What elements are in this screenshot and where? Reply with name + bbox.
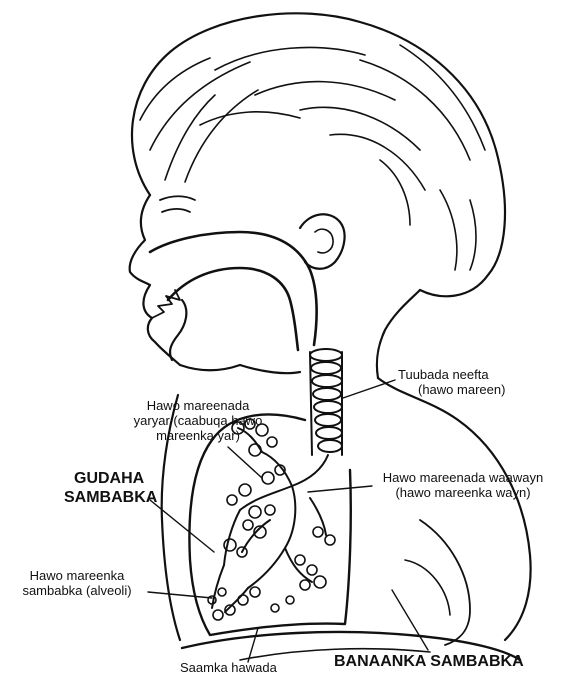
label-diaphragm: Saamka hawada: [180, 660, 277, 675]
mouth: [152, 290, 180, 318]
label-bronchioles-line2: yaryar (caabuqa hawo: [109, 413, 287, 428]
label-alveoli-line1: Hawo mareenka: [2, 568, 152, 583]
face-profile: [130, 195, 240, 370]
shoulder-arm: [378, 378, 531, 640]
label-trachea: Tuubada neefta (hawo mareen): [398, 367, 505, 397]
neck-back: [377, 290, 420, 378]
label-outside-lung: BANAANKA SAMBABKA: [334, 652, 524, 671]
label-bronchi-line2: (hawo mareenka wayn): [368, 485, 558, 500]
hair-outline: [132, 13, 505, 296]
airway-inner: [168, 268, 298, 350]
eye: [160, 196, 195, 212]
label-inside-lung-line1: GUDAHA: [64, 469, 157, 488]
label-inside-lung: GUDAHA SAMBABKA: [64, 469, 157, 507]
label-bronchioles-line1: Hawo mareenada: [109, 398, 287, 413]
trachea-rings: [310, 349, 342, 455]
ear: [300, 214, 345, 268]
label-trachea-line2: (hawo mareen): [398, 382, 505, 397]
label-bronchi: Hawo mareenada waawayn (hawo mareenka wa…: [368, 470, 558, 500]
airway-outer: [150, 232, 317, 345]
label-bronchi-line1: Hawo mareenada waawayn: [368, 470, 558, 485]
label-bronchioles: Hawo mareenada yaryar (caabuqa hawo mare…: [109, 398, 287, 443]
label-alveoli: Hawo mareenka sambabka (alveoli): [2, 568, 152, 598]
label-bronchioles-line3: mareenka yar): [109, 428, 287, 443]
label-alveoli-line2: sambabka (alveoli): [2, 583, 152, 598]
label-outside-lung-line1: BANAANKA SAMBABKA: [334, 652, 524, 671]
alveoli-clusters: [208, 419, 335, 620]
label-inside-lung-line2: SAMBABKA: [64, 488, 157, 507]
neck-front: [240, 365, 300, 373]
label-trachea-line1: Tuubada neefta: [398, 367, 505, 382]
label-diaphragm-line1: Saamka hawada: [180, 660, 277, 675]
